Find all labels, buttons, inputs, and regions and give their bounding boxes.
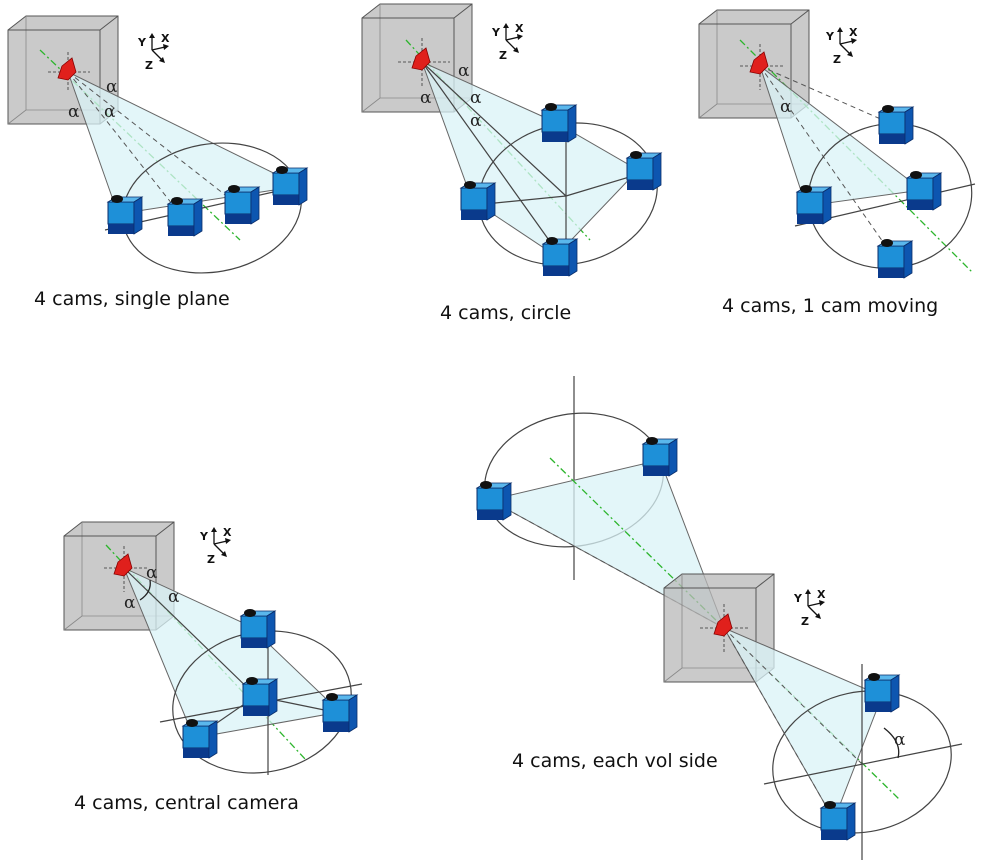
panel-single-plane: α α α Y X Z 4 cams, single plane [7, 15, 308, 310]
camera-icon [182, 718, 218, 759]
svg-text:Z: Z [499, 49, 507, 62]
particle-marker [713, 613, 733, 637]
angle-label: α [104, 102, 116, 122]
svg-text:X: X [515, 22, 524, 35]
axis-triad: Y X Z [793, 588, 826, 628]
axis-triad: Y X Z [491, 22, 524, 62]
panel-central-camera: α α α Y X Z 4 cams, central camera [63, 521, 363, 814]
angle-label: α [68, 102, 80, 122]
camera-icon [541, 102, 577, 143]
camera-icon [476, 480, 512, 521]
angle-label: α [168, 587, 180, 607]
svg-text:X: X [223, 526, 232, 539]
svg-text:Z: Z [207, 553, 215, 566]
panel-caption: 4 cams, single plane [34, 288, 230, 310]
particle-marker [411, 47, 431, 71]
camera-icon [878, 104, 914, 145]
camera-icon [107, 194, 143, 235]
svg-text:X: X [849, 26, 858, 39]
camera-circle [772, 690, 952, 834]
panel-each-vol-side: α Y X Z 4 cams, each vol side [476, 376, 963, 860]
svg-text:Y: Y [825, 30, 835, 43]
field-of-view [759, 64, 924, 207]
camera-icon [642, 436, 678, 477]
angle-label: α [894, 730, 906, 750]
svg-text:X: X [817, 588, 826, 601]
field-of-view [421, 61, 639, 257]
camera-icon [322, 692, 358, 733]
panel-caption: 4 cams, each vol side [512, 750, 718, 772]
angle-label: α [780, 97, 792, 117]
camera-icon [167, 196, 203, 237]
camera-icon [864, 672, 900, 713]
panel-circle: α α α α Y X Z 4 cams, circle [361, 3, 662, 324]
field-of-view [67, 71, 302, 215]
svg-text:Y: Y [793, 592, 803, 605]
camera-icon [242, 676, 278, 717]
angle-label: α [124, 593, 136, 613]
angle-label: α [458, 61, 470, 81]
svg-text:Z: Z [801, 615, 809, 628]
svg-text:Z: Z [833, 53, 841, 66]
panel-one-cam-moving: α Y X Z 4 cams, 1 cam moving [698, 9, 976, 317]
camera-icon [224, 184, 260, 225]
panel-caption: 4 cams, central camera [74, 792, 299, 814]
angle-label: α [106, 77, 118, 97]
svg-text:X: X [161, 32, 170, 45]
particle-marker [57, 57, 77, 81]
particle-marker [113, 553, 133, 577]
camera-icon [460, 180, 496, 221]
angle-label: α [146, 563, 158, 583]
panel-caption: 4 cams, 1 cam moving [722, 295, 938, 317]
optical-axis [739, 39, 973, 273]
angle-label: α [420, 88, 432, 108]
svg-text:Y: Y [199, 530, 209, 543]
axis-triad: Y X Z [199, 526, 232, 566]
angle-label: α [470, 88, 482, 108]
camera-icon [877, 238, 913, 279]
camera-icon [906, 170, 942, 211]
field-of-view [488, 459, 725, 630]
field-of-view [722, 626, 883, 822]
axis-triad: Y X Z [825, 26, 858, 66]
angle-label: α [470, 111, 482, 131]
camera-icon [626, 150, 662, 191]
camera-icon [796, 184, 832, 225]
camera-icon [542, 236, 578, 277]
svg-text:Y: Y [137, 36, 147, 49]
particle-marker [749, 51, 769, 75]
axis-triad: Y X Z [137, 32, 170, 72]
camera-icon [240, 608, 276, 649]
svg-text:Z: Z [145, 59, 153, 72]
svg-text:Y: Y [491, 26, 501, 39]
camera-icon [820, 800, 856, 841]
panel-caption: 4 cams, circle [440, 302, 571, 324]
camera-icon [272, 165, 308, 206]
